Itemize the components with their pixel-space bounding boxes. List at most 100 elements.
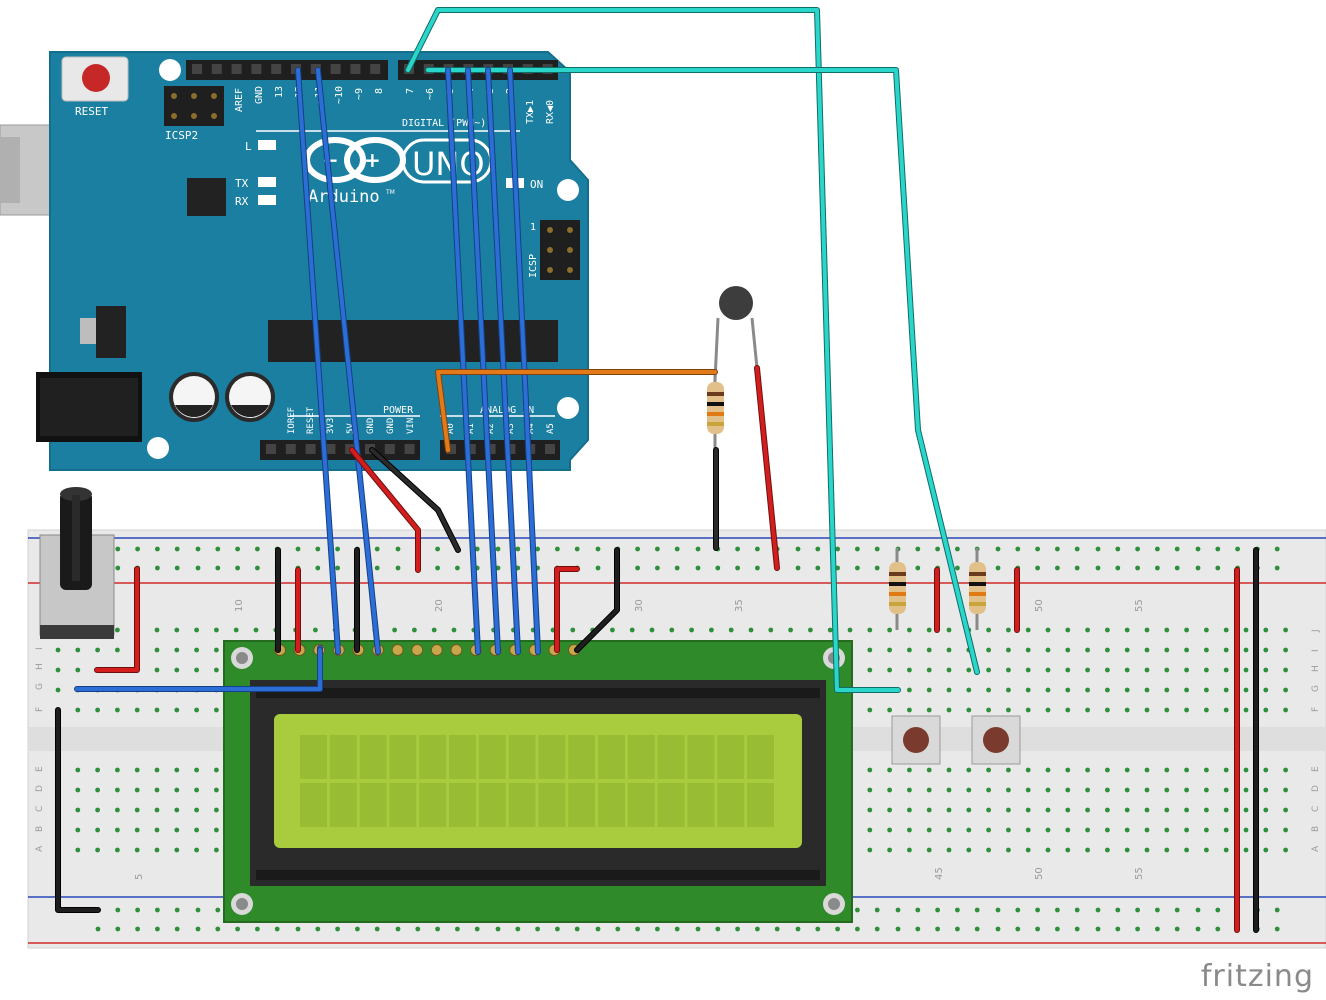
header-pin[interactable] [545, 444, 555, 454]
breadboard-hole[interactable] [946, 707, 952, 713]
breadboard-hole[interactable] [1035, 907, 1040, 913]
breadboard-hole[interactable] [235, 546, 241, 552]
breadboard-hole[interactable] [874, 926, 880, 932]
breadboard-hole[interactable] [392, 627, 397, 633]
breadboard-hole[interactable] [1184, 687, 1189, 693]
breadboard-hole[interactable] [1115, 546, 1121, 552]
breadboard-hole[interactable] [907, 627, 912, 633]
breadboard-hole[interactable] [233, 627, 239, 633]
breadboard-hole[interactable] [887, 767, 892, 773]
breadboard-hole[interactable] [1164, 767, 1170, 773]
breadboard-hole[interactable] [907, 707, 912, 713]
breadboard-hole[interactable] [1283, 667, 1288, 673]
breadboard-hole[interactable] [535, 926, 540, 932]
breadboard-hole[interactable] [1243, 807, 1249, 813]
breadboard-hole[interactable] [1223, 647, 1229, 653]
breadboard-hole[interactable] [134, 707, 140, 713]
breadboard-hole[interactable] [1164, 667, 1170, 673]
breadboard-hole[interactable] [1105, 787, 1110, 793]
breadboard-hole[interactable] [415, 926, 421, 932]
breadboard-hole[interactable] [75, 787, 81, 793]
breadboard-hole[interactable] [966, 767, 972, 773]
breadboard-hole[interactable] [1274, 546, 1280, 552]
breadboard-hole[interactable] [174, 647, 180, 653]
breadboard-hole[interactable] [435, 565, 440, 571]
breadboard-hole[interactable] [1223, 787, 1229, 793]
header-pin[interactable] [350, 64, 361, 74]
breadboard-hole[interactable] [195, 907, 201, 913]
lcd-pin[interactable] [391, 644, 404, 656]
breadboard-hole[interactable] [1274, 926, 1280, 932]
breadboard-hole[interactable] [395, 546, 401, 552]
breadboard-hole[interactable] [1174, 907, 1180, 913]
breadboard-hole[interactable] [915, 926, 921, 932]
breadboard-hole[interactable] [214, 847, 219, 853]
breadboard-hole[interactable] [1115, 907, 1121, 913]
breadboard-hole[interactable] [1025, 827, 1031, 833]
breadboard-hole[interactable] [946, 767, 952, 773]
lcd-pin[interactable] [430, 644, 443, 656]
breadboard-hole[interactable] [214, 807, 219, 813]
breadboard-hole[interactable] [689, 627, 694, 633]
breadboard-hole[interactable] [867, 847, 873, 853]
breadboard-hole[interactable] [1085, 787, 1090, 793]
breadboard-hole[interactable] [966, 707, 972, 713]
breadboard-hole[interactable] [926, 667, 932, 673]
breadboard-hole[interactable] [728, 627, 734, 633]
breadboard-hole[interactable] [1124, 707, 1130, 713]
breadboard-hole[interactable] [95, 787, 100, 793]
breadboard-hole[interactable] [755, 546, 760, 552]
breadboard-hole[interactable] [255, 565, 260, 571]
breadboard-hole[interactable] [335, 565, 340, 571]
breadboard-hole[interactable] [835, 926, 840, 932]
breadboard-hole[interactable] [1135, 565, 1140, 571]
breadboard-hole[interactable] [1006, 707, 1011, 713]
breadboard-hole[interactable] [986, 787, 991, 793]
wire-black[interactable] [369, 447, 461, 553]
breadboard-hole[interactable] [1263, 787, 1269, 793]
breadboard-hole[interactable] [315, 546, 321, 552]
breadboard-hole[interactable] [1055, 565, 1060, 571]
header-pin[interactable] [192, 64, 202, 74]
breadboard-hole[interactable] [134, 827, 140, 833]
breadboard-hole[interactable] [215, 546, 221, 552]
breadboard-hole[interactable] [1115, 926, 1121, 932]
breadboard-hole[interactable] [1045, 767, 1051, 773]
wire-red[interactable] [349, 447, 421, 573]
breadboard-hole[interactable] [1164, 827, 1170, 833]
breadboard-hole[interactable] [887, 847, 892, 853]
breadboard-hole[interactable] [1274, 565, 1280, 571]
breadboard-hole[interactable] [695, 546, 701, 552]
breadboard-hole[interactable] [1164, 627, 1170, 633]
breadboard-hole[interactable] [955, 907, 960, 913]
breadboard-hole[interactable] [1263, 627, 1269, 633]
breadboard-hole[interactable] [1223, 767, 1229, 773]
wire-blue[interactable] [445, 67, 481, 655]
pushbutton-icon[interactable] [891, 715, 941, 765]
breadboard-hole[interactable] [1243, 707, 1249, 713]
breadboard-hole[interactable] [1124, 667, 1130, 673]
breadboard-hole[interactable] [1015, 926, 1021, 932]
breadboard-hole[interactable] [75, 647, 81, 653]
breadboard-hole[interactable] [174, 707, 180, 713]
breadboard-hole[interactable] [474, 546, 480, 552]
breadboard-hole[interactable] [755, 565, 760, 571]
breadboard-hole[interactable] [195, 546, 201, 552]
breadboard-hole[interactable] [709, 627, 714, 633]
breadboard-hole[interactable] [1124, 627, 1130, 633]
breadboard-hole[interactable] [335, 546, 340, 552]
wire-red[interactable] [94, 566, 140, 673]
breadboard-hole[interactable] [315, 926, 321, 932]
breadboard-hole[interactable] [610, 627, 615, 633]
breadboard-hole[interactable] [966, 807, 972, 813]
breadboard-hole[interactable] [955, 926, 960, 932]
breadboard-hole[interactable] [154, 807, 160, 813]
breadboard-hole[interactable] [907, 767, 912, 773]
breadboard-hole[interactable] [295, 926, 301, 932]
breadboard-hole[interactable] [1015, 546, 1021, 552]
breadboard-hole[interactable] [926, 627, 932, 633]
breadboard-hole[interactable] [995, 926, 1001, 932]
breadboard-hole[interactable] [134, 767, 140, 773]
header-pin[interactable] [285, 444, 296, 454]
breadboard-hole[interactable] [915, 546, 921, 552]
